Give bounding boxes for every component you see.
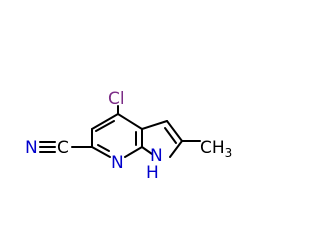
bond-c6-n7-inner: [97, 144, 110, 152]
pyridine-nitrogen-label: N: [111, 153, 124, 173]
bond-n7-c7a: [124, 146, 143, 158]
methyl-label: CH3: [200, 138, 232, 160]
nitrile-carbon-label: C: [57, 138, 69, 158]
bond-c2-n1: [169, 140, 183, 158]
bond-c6-n7: [91, 146, 111, 158]
pyrrole-n: N: [150, 146, 163, 166]
bond-c4-c5: [91, 113, 119, 130]
methyl-subscript: 3: [225, 146, 233, 160]
chlorine-label: Cl: [108, 89, 125, 109]
bond-c3-c2: [166, 120, 183, 142]
pyrrole-hydrogen-label: H: [146, 163, 159, 183]
bond-c3a-c3: [141, 120, 168, 130]
bonds: [39, 105, 201, 158]
atom-labels: Cl C N N N H CH3: [25, 89, 232, 183]
bond-n1-c7a: [141, 146, 153, 155]
pyrrole-nitrogen-label: N: [150, 146, 163, 166]
molecule-structure: Cl C N N N H CH3: [25, 89, 232, 183]
nitrile-nitrogen-label: N: [25, 138, 38, 158]
bond-c3-c2-inner: [164, 127, 177, 144]
bond-c3a-c4: [117, 113, 143, 130]
bond-c4-c5-inner: [95, 120, 115, 132]
methyl-ch: CH: [200, 138, 225, 158]
